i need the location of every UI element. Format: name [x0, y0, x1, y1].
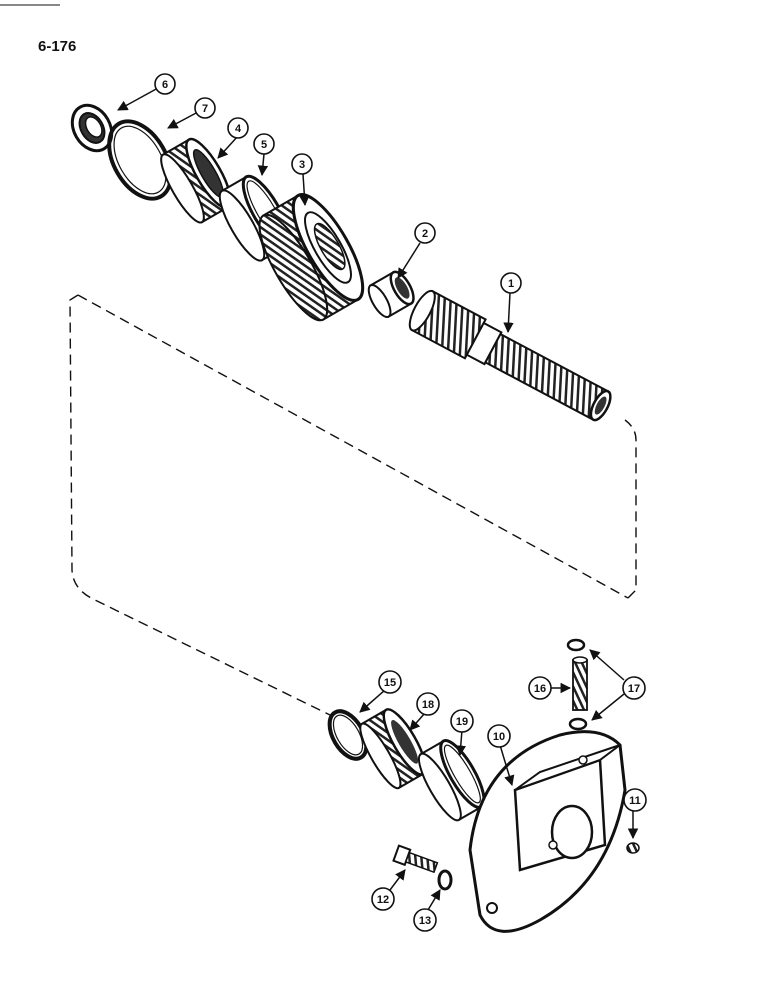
part-18-bearing-cone [359, 708, 427, 790]
callout-4-label: 4 [235, 123, 242, 135]
callout-11: 11 [623, 788, 647, 812]
callout-7: 7 [194, 97, 216, 119]
callout-1: 1 [500, 272, 522, 294]
callout-3: 3 [291, 153, 313, 175]
assembly-dashed-line-diagonal [77, 294, 629, 599]
callouts: 6 7 4 5 3 2 1 15 18 19 10 11 12 13 16 17 [154, 73, 647, 932]
part-1-shaft [408, 289, 612, 422]
part-7-snap-ring [107, 119, 173, 201]
callout-2-label: 2 [422, 228, 428, 240]
callout-5-label: 5 [261, 139, 267, 151]
assembly-dashed-line [69, 294, 637, 716]
callout-16: 16 [528, 676, 552, 700]
callout-7-label: 7 [202, 103, 208, 115]
callout-19-label: 19 [456, 716, 468, 728]
callout-16-label: 16 [534, 683, 546, 695]
callout-18-label: 18 [422, 699, 434, 711]
callout-11-label: 11 [629, 795, 641, 807]
part-17-o-rings [566, 638, 588, 731]
callout-18: 18 [416, 692, 440, 716]
callout-13-label: 13 [419, 915, 431, 927]
part-13-washer [437, 869, 453, 891]
part-11-plug [626, 842, 640, 854]
callout-10: 10 [487, 724, 511, 748]
callout-17: 17 [622, 676, 646, 700]
callout-17-label: 17 [628, 683, 640, 695]
callout-4: 4 [227, 117, 249, 139]
part-10-housing [468, 730, 627, 933]
callout-5: 5 [253, 133, 275, 155]
callout-6-label: 6 [162, 79, 168, 91]
callout-15: 15 [378, 670, 402, 694]
callout-3-label: 3 [299, 159, 305, 171]
part-3-gear [258, 193, 365, 322]
part-4-bearing-cone [160, 137, 232, 224]
callout-19: 19 [450, 709, 474, 733]
callout-2: 2 [414, 222, 436, 244]
callout-12-label: 12 [377, 894, 389, 906]
part-6-lock-nut [70, 103, 114, 153]
page-number: 6-176 [38, 38, 77, 55]
callout-13: 13 [413, 908, 437, 932]
callout-12: 12 [371, 887, 395, 911]
callout-15-label: 15 [384, 677, 396, 689]
callout-10-label: 10 [493, 731, 505, 743]
part-19-bearing-cup [417, 739, 486, 822]
part-2-bushing [367, 270, 415, 318]
part-16-stud [572, 656, 588, 711]
part-12-bolt [392, 844, 439, 874]
leader-lines [117, 87, 639, 911]
callout-1-label: 1 [508, 278, 514, 290]
callout-6: 6 [154, 73, 176, 95]
